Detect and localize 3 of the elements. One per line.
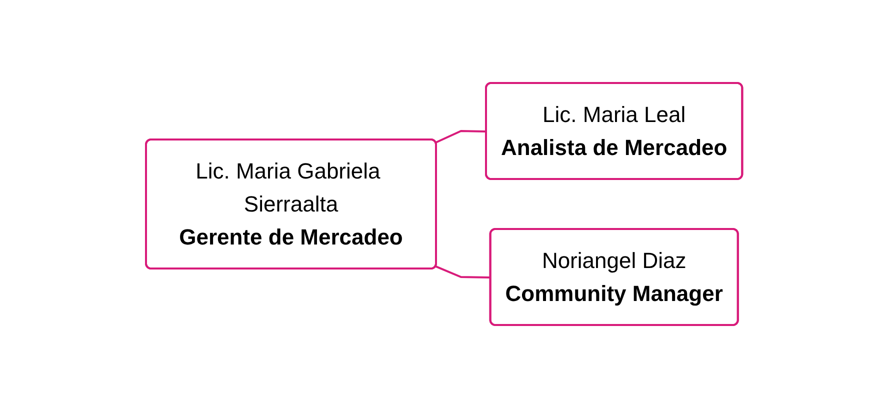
node-text: Lic. Maria Gabriela Sierraalta Gerente de Mercadeo	[180, 158, 404, 249]
connector	[436, 265, 492, 278]
connector	[436, 130, 487, 143]
